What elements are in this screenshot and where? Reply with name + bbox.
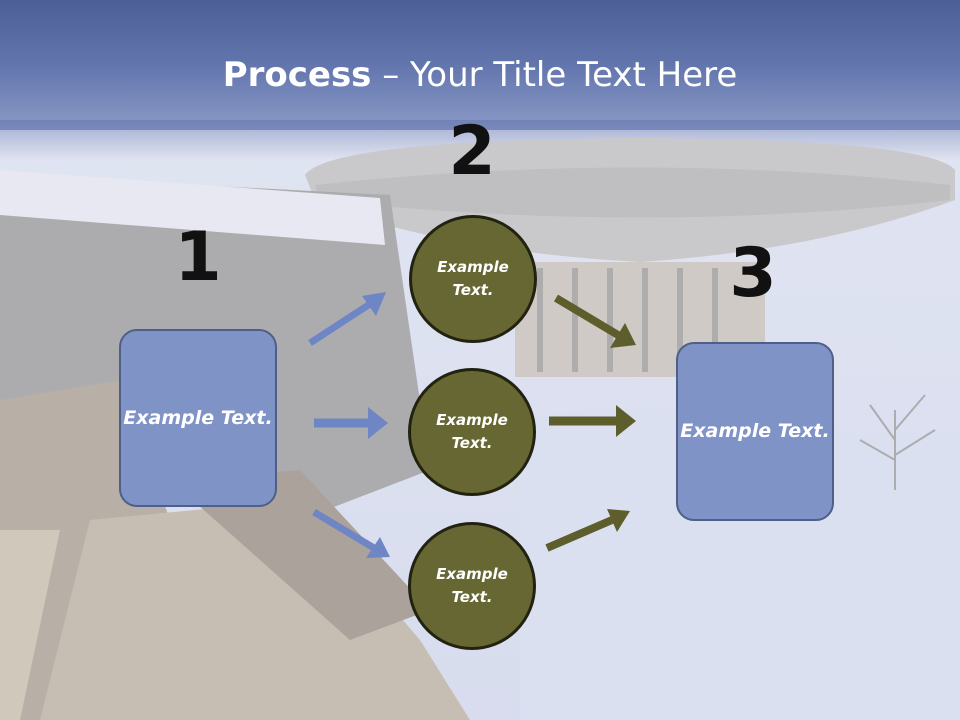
slide-title-rest: – Your Title Text Here <box>371 55 738 95</box>
left-arrows <box>308 292 390 558</box>
circle-bottom-text: Example Text. <box>436 565 508 606</box>
arrow-to-middle-circle <box>314 407 388 439</box>
arrow-from-bottom-circle <box>545 509 630 552</box>
circle-middle-text: Example Text. <box>436 411 508 452</box>
step-number-2: 2 <box>448 112 496 191</box>
circle-middle: Example Text. <box>408 368 536 496</box>
right-box-text: Example Text. <box>680 420 830 442</box>
left-box: Example Text. <box>119 329 277 507</box>
right-arrows <box>545 294 636 552</box>
slide-title: Process – Your Title Text Here <box>0 50 960 100</box>
step-number-3: 3 <box>729 234 777 313</box>
slide-title-bold: Process <box>222 55 372 95</box>
arrow-to-bottom-circle <box>312 508 390 558</box>
circle-top-text: Example Text. <box>437 258 509 299</box>
left-box-text: Example Text. <box>123 406 273 429</box>
right-box: Example Text. <box>676 342 834 521</box>
arrow-from-middle-circle <box>549 405 636 437</box>
circle-bottom: Example Text. <box>408 522 536 650</box>
circle-top: Example Text. <box>409 215 537 343</box>
arrow-to-top-circle <box>308 292 386 346</box>
step-number-1: 1 <box>174 218 222 297</box>
arrow-from-top-circle <box>553 294 636 348</box>
